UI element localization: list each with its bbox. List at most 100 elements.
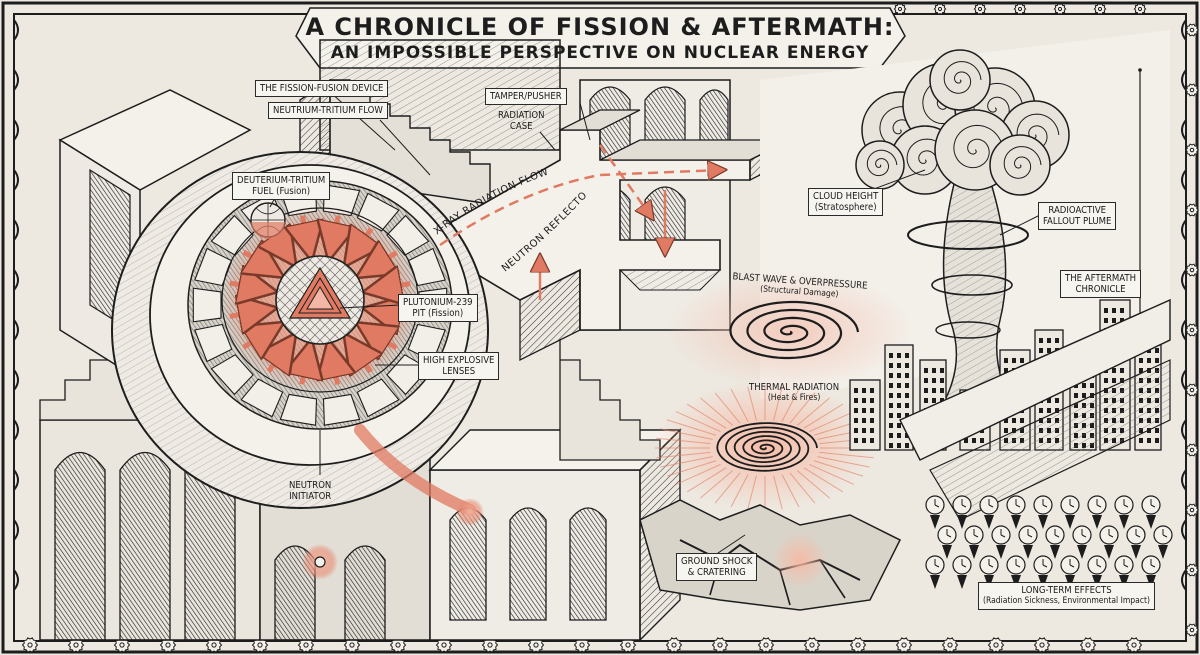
thermal-ray	[714, 472, 741, 504]
gear-icon	[849, 637, 867, 653]
building-window	[854, 398, 858, 403]
building-window	[1104, 318, 1108, 323]
building-window	[862, 398, 866, 403]
title-line-2: AN IMPOSSIBLE PERSPECTIVE ON NUCLEAR ENE…	[330, 43, 870, 63]
clock-hand	[1042, 504, 1048, 508]
figure-silhouette	[930, 575, 940, 589]
building-window	[905, 353, 909, 358]
callout-text: THE FISSION-FUSION DEVICE	[260, 83, 384, 94]
clock-hand	[946, 534, 952, 538]
clock-hand	[1096, 564, 1102, 568]
callout-ground-shock: GROUND SHOCK & CRATERING	[676, 553, 758, 581]
thermal-ray	[817, 456, 870, 468]
clock-hand	[1096, 504, 1102, 508]
building-window	[905, 363, 909, 368]
gear-icon	[1185, 323, 1200, 337]
gear-icon	[941, 637, 959, 653]
building-window	[862, 418, 866, 423]
building-window	[889, 433, 893, 438]
callout-tamper-pusher: TAMPER/PUSHER	[485, 88, 567, 105]
aftermath-scene	[639, 30, 1173, 611]
building-window	[870, 398, 874, 403]
callout-text: LONG-TERM EFFECTS	[1021, 585, 1112, 596]
building-window	[1020, 418, 1024, 423]
callout-text: NEUTRIUM-TRITIUM FLOW	[273, 105, 383, 116]
figure-silhouette	[1011, 515, 1021, 529]
clock-hand	[1123, 564, 1129, 568]
callout-text: DEUTERIUM-TRITIUM	[237, 175, 326, 186]
building-window	[1104, 378, 1108, 383]
building-window	[870, 428, 874, 433]
gear-icon	[757, 637, 775, 653]
building-window	[854, 428, 858, 433]
clock-hand	[973, 534, 979, 538]
implosion-arrow	[302, 215, 309, 247]
building-window	[924, 378, 928, 383]
callout-cloud-height: CLOUD HEIGHT (Stratosphere)	[808, 188, 884, 216]
gear-icon	[1185, 83, 1200, 97]
thermal-ray	[797, 470, 830, 499]
fission-fusion-device	[111, 151, 489, 580]
building-window	[889, 443, 893, 448]
callout-fallout-plume: RADIOACTIVE FALLOUT PLUME	[1038, 202, 1117, 230]
building-window	[940, 378, 944, 383]
building-window	[1139, 358, 1143, 363]
figure-silhouette	[1158, 545, 1168, 559]
callout-text: (Radiation Sickness, Environmental Impac…	[983, 596, 1151, 606]
cloud-swirl	[943, 61, 982, 94]
building-window	[1155, 438, 1159, 443]
building-window	[1055, 338, 1059, 343]
building-window	[862, 388, 866, 393]
callout-radiation-case: RADIATION CASE	[494, 108, 548, 134]
callout-high-explosive-lenses: HIGH EXPLOSIVE LENSES	[418, 352, 500, 380]
thermal-ray	[781, 474, 800, 508]
callout-text: FALLOUT PLUME	[1043, 216, 1112, 227]
explosive-lens	[194, 323, 233, 363]
building-window	[1112, 378, 1116, 383]
callout-text: (Heat & Fires)	[767, 393, 821, 403]
building-window	[897, 373, 901, 378]
clock-hand	[961, 564, 967, 568]
thermal-radiation-swirl	[716, 422, 818, 472]
callout-plutonium-pit: PLUTONIUM-239 PIT (Fission)	[398, 294, 478, 322]
gear-icon	[1185, 263, 1200, 277]
clock-hand	[1027, 534, 1033, 538]
building-window	[1039, 408, 1043, 413]
implosion-arrow	[332, 215, 339, 247]
gear-icon	[1093, 3, 1107, 15]
building-window	[905, 443, 909, 448]
implosion-arrow	[229, 310, 263, 316]
clock-hand	[1162, 534, 1168, 538]
clock-hand	[1042, 564, 1048, 568]
building-window	[1055, 408, 1059, 413]
figure-silhouette	[1104, 545, 1114, 559]
mushroom-cloud	[855, 49, 1070, 196]
thermal-ray	[675, 411, 721, 432]
gear-icon	[21, 637, 39, 653]
building-window	[870, 388, 874, 393]
building-window	[889, 353, 893, 358]
building-window	[924, 388, 928, 393]
gear-icon	[933, 3, 947, 15]
building-window	[1004, 368, 1008, 373]
implosion-arrow	[302, 353, 309, 385]
callout-text: CHRONICLE	[1075, 284, 1126, 295]
gear-icon	[1185, 383, 1200, 397]
figure-silhouette	[1038, 515, 1048, 529]
callout-text: RADIATION	[498, 110, 545, 121]
building-window	[1012, 428, 1016, 433]
thermal-ray	[781, 388, 800, 422]
building-window	[1112, 318, 1116, 323]
building-window	[1074, 393, 1078, 398]
callout-text: PLUTONIUM-239	[403, 297, 473, 308]
gear-icon	[1079, 637, 1097, 653]
building-window	[1120, 378, 1124, 383]
implosion-arrow	[377, 284, 411, 290]
building-window	[932, 398, 936, 403]
figure-silhouette	[942, 545, 952, 559]
gear-icon	[1185, 623, 1200, 637]
clock-hand	[1015, 564, 1021, 568]
gear-icon	[1185, 503, 1200, 517]
thermal-ray	[809, 464, 855, 485]
